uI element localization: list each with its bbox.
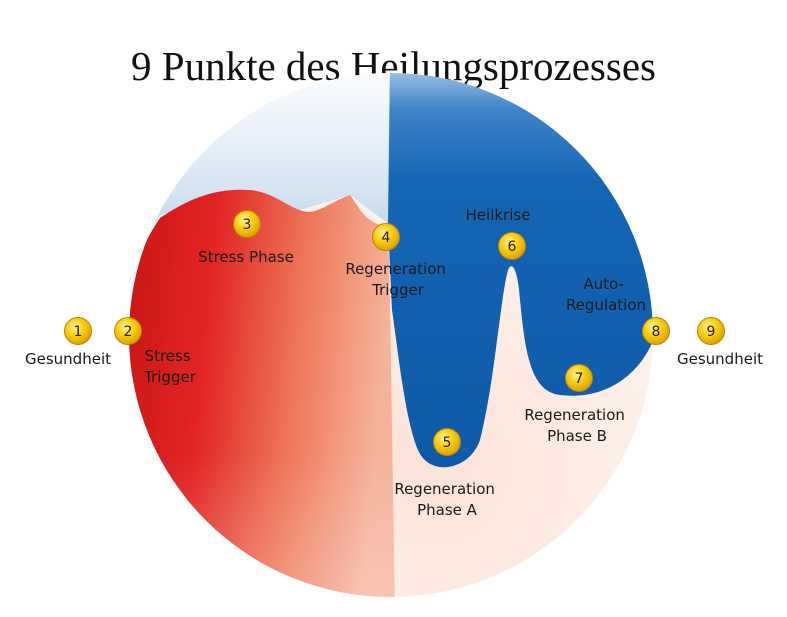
svg-text:8: 8	[652, 324, 661, 340]
badge-point-8: 8	[642, 317, 670, 345]
label-point-1: Gesundheit	[25, 350, 111, 368]
label-point-7: Regeneration Phase B	[524, 406, 629, 445]
svg-text:7: 7	[575, 371, 584, 387]
svg-text:6: 6	[508, 239, 517, 255]
badge-point-1: 1	[64, 317, 92, 345]
svg-text:1: 1	[74, 324, 83, 340]
svg-text:5: 5	[443, 435, 452, 451]
badge-point-2: 2	[114, 317, 142, 345]
svg-text:9: 9	[707, 324, 716, 340]
label-point-9: Gesundheit	[677, 350, 763, 368]
badge-point-5: 5	[433, 428, 461, 456]
svg-text:2: 2	[124, 324, 133, 340]
badge-point-6: 6	[498, 232, 526, 260]
point-badges: 1 2 3 4 5 6 7 8	[64, 210, 725, 456]
label-point-5: Regeneration Phase A	[394, 480, 499, 519]
label-point-6: Heilkrise	[466, 206, 531, 224]
svg-text:3: 3	[243, 217, 252, 233]
badge-point-3: 3	[233, 210, 261, 238]
healing-circle	[129, 73, 653, 597]
svg-text:4: 4	[382, 230, 391, 246]
badge-point-9: 9	[697, 317, 725, 345]
point-labels: Gesundheit Stress Trigger Stress Phase R…	[25, 206, 763, 519]
label-point-8: Auto- Regulation	[566, 275, 646, 314]
badge-point-7: 7	[565, 364, 593, 392]
label-point-4: Regeneration Trigger	[345, 260, 450, 299]
badge-point-4: 4	[372, 223, 400, 251]
label-point-2: Stress Trigger	[143, 347, 197, 386]
label-point-3: Stress Phase	[198, 248, 294, 266]
